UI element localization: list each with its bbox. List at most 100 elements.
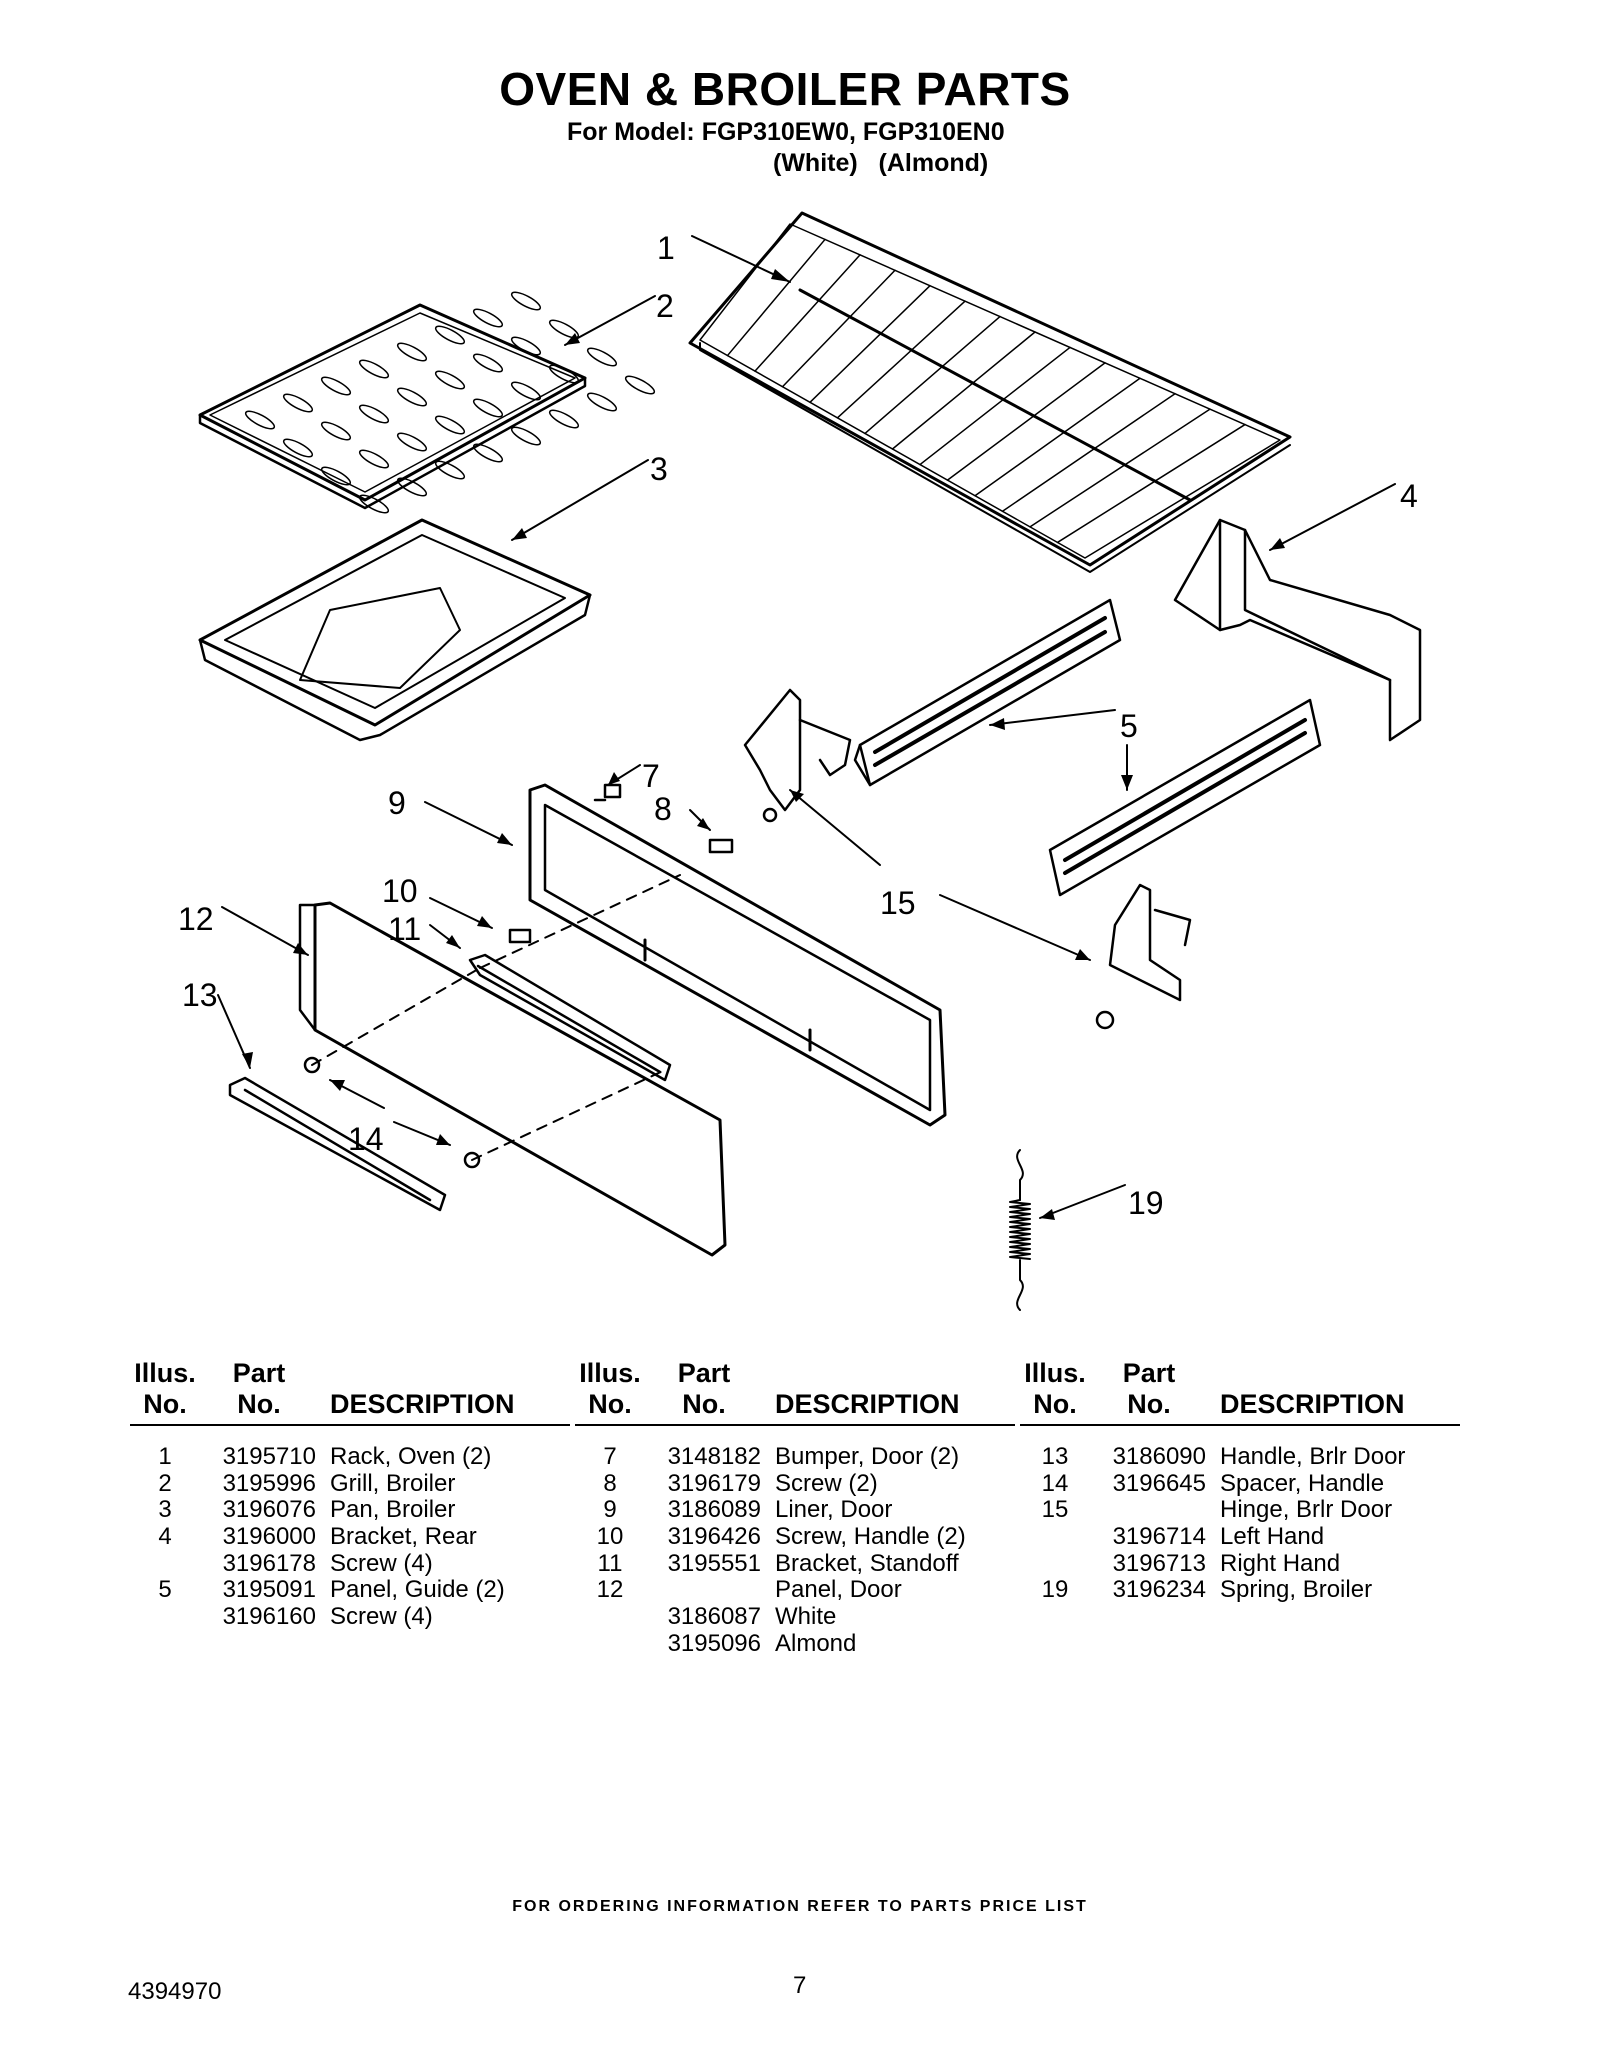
model-line: For Model: FGP310EW0, FGP310EN0: [567, 118, 1005, 146]
door-handle-drawing: [228, 1076, 447, 1212]
part-no: 3196000: [222, 1523, 316, 1551]
header-no: No.: [588, 1389, 632, 1419]
part-no: 3186089: [667, 1496, 761, 1524]
part-no: 3195096: [667, 1629, 761, 1657]
header-part-no: No.: [682, 1389, 726, 1419]
document-number: 4394970: [128, 1978, 222, 2005]
part-no: 3196178: [222, 1549, 316, 1577]
description: Bracket, Rear: [330, 1523, 477, 1551]
description: Left Hand: [1220, 1523, 1325, 1551]
header-part: Part: [1122, 1358, 1176, 1388]
illus-no: 7: [603, 1443, 617, 1470]
description: Screw, Handle (2): [775, 1523, 966, 1551]
description: Almond: [775, 1629, 857, 1657]
callout-19: 19: [1128, 1185, 1164, 1221]
description: Hinge, Brlr Door: [1220, 1496, 1393, 1524]
broiler-grill-drawing: [198, 291, 656, 514]
ordering-note: FOR ORDERING INFORMATION REFER TO PARTS …: [512, 1898, 1088, 1915]
hinge-left-drawing: [743, 688, 852, 823]
screw-drawing: [708, 838, 734, 854]
illus-no: 12: [596, 1576, 624, 1604]
part-no: 3196645: [1112, 1469, 1206, 1497]
header-part-no: No.: [1127, 1389, 1171, 1419]
description: Rack, Oven (2): [330, 1443, 492, 1470]
illus-no: 11: [597, 1549, 623, 1577]
standoff-bracket-drawing: [468, 953, 672, 1082]
page-number: 7: [793, 1972, 807, 1999]
part-no: 3186087: [667, 1603, 761, 1631]
description: Panel, Guide (2): [330, 1576, 505, 1604]
part-no: 3196160: [222, 1603, 316, 1631]
page-title: OVEN & BROILER PARTS: [499, 63, 1071, 115]
callout-12: 12: [178, 901, 214, 937]
table-row: 3196714 Left Hand: [1020, 1523, 1460, 1551]
illus-no: 4: [158, 1523, 172, 1551]
table-row: 3196713 Right Hand: [1020, 1549, 1460, 1578]
table-row: 3196160 Screw (4): [130, 1603, 570, 1631]
part-no: 3196234: [1112, 1576, 1206, 1604]
table-row: 4 3196000 Bracket, Rear: [130, 1523, 570, 1551]
illus-no: 13: [1041, 1443, 1069, 1470]
illus-no: 10: [596, 1523, 624, 1551]
table-row: 19 3196234 Spring, Broiler: [1020, 1577, 1460, 1604]
callout-10: 10: [382, 873, 418, 909]
callout-1: 1: [657, 230, 675, 266]
header-part: Part: [677, 1358, 731, 1388]
part-no: 3186090: [1112, 1443, 1206, 1470]
callout-8: 8: [654, 791, 672, 827]
callout-15: 15: [880, 885, 916, 921]
header-illus: Illus.: [1024, 1358, 1086, 1388]
description: Bracket, Standoff: [775, 1549, 959, 1577]
part-no: 3148182: [667, 1443, 761, 1470]
door-liner-drawing: [528, 783, 947, 1127]
illus-no: 19: [1041, 1576, 1069, 1604]
description: Panel, Door: [775, 1576, 902, 1604]
illus-no: 14: [1041, 1469, 1069, 1497]
header-illus: Illus.: [134, 1358, 196, 1388]
description: Right Hand: [1220, 1549, 1341, 1577]
part-no: 3196179: [667, 1469, 761, 1497]
illus-no: 9: [603, 1496, 617, 1524]
callout-9: 9: [388, 785, 406, 821]
description: Grill, Broiler: [330, 1469, 456, 1497]
header-description: DESCRIPTION: [1220, 1389, 1405, 1419]
description: Screw (4): [330, 1603, 433, 1631]
part-no: 3196713: [1112, 1549, 1206, 1577]
bumper-drawing: [593, 783, 622, 802]
illus-no: 8: [603, 1469, 617, 1497]
description: Screw (2): [775, 1469, 878, 1497]
header-description: DESCRIPTION: [775, 1389, 960, 1419]
table-row: 12 Panel, Door: [575, 1577, 1015, 1604]
description: Handle, Brlr Door: [1220, 1443, 1406, 1470]
callout-13: 13: [182, 977, 218, 1013]
illus-no: 5: [158, 1576, 172, 1604]
description: Spring, Broiler: [1220, 1576, 1373, 1604]
illus-no: 1: [158, 1443, 172, 1470]
part-no: 3196426: [667, 1523, 761, 1551]
description: Pan, Broiler: [330, 1496, 456, 1524]
description: Screw (4): [330, 1549, 433, 1577]
illus-no: 3: [158, 1496, 172, 1524]
table-row: 13 3186090 Handle, Brlr Door: [1020, 1443, 1460, 1471]
header-part-no: No.: [237, 1389, 281, 1419]
part-no: 3195551: [667, 1549, 761, 1577]
oven-rack-drawing: [688, 211, 1292, 573]
callout-7: 7: [642, 758, 660, 794]
table-row: 11 3195551 Bracket, Standoff: [575, 1549, 1015, 1578]
illus-no: 2: [158, 1469, 172, 1497]
spring-drawing: [1009, 1149, 1031, 1311]
callout-2: 2: [656, 288, 674, 324]
description: White: [775, 1603, 837, 1631]
part-no: 3196714: [1112, 1523, 1206, 1551]
guide-panel-upper-drawing: [853, 598, 1122, 787]
